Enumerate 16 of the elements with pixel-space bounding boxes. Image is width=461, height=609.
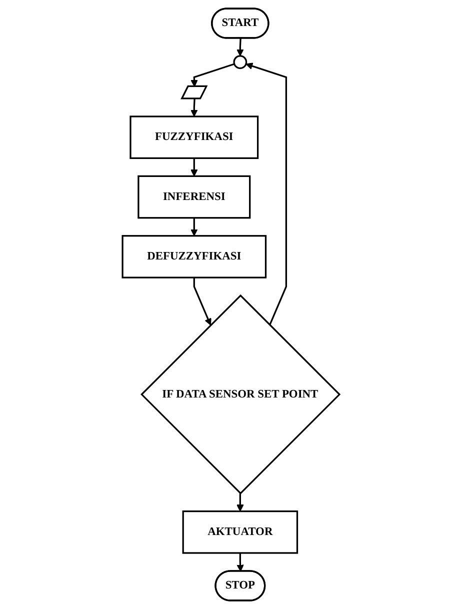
arrow: [236, 553, 244, 572]
arrow: [192, 278, 211, 326]
arrow: [245, 62, 286, 326]
arrow: [236, 493, 244, 512]
node-box: FUZZYFIKASI: [129, 116, 258, 159]
node-circle: [232, 55, 247, 70]
arrow: [236, 38, 244, 56]
arrow: [190, 98, 198, 117]
arrow: [190, 63, 234, 87]
arrow: [190, 218, 198, 236]
node-parallelogram: [180, 85, 208, 100]
node-diamond: IF DATA SENSOR SET POINT: [140, 294, 340, 494]
node-box: INFERENSI: [137, 175, 250, 219]
arrow: [190, 158, 198, 176]
node-box: DEFUZZYFIKASI: [121, 235, 266, 278]
node-box: AKTUATOR: [182, 510, 298, 554]
